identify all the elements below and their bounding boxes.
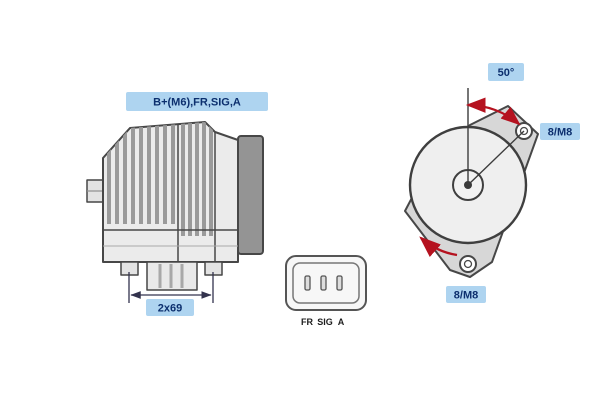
terminals-label-box [126, 92, 268, 111]
dimension-label-box [146, 299, 194, 316]
terminals-label: B+(M6),FR,SIG,A [153, 97, 241, 109]
mount-bottom-label-box [446, 286, 486, 303]
dimension-label: 2x69 [158, 303, 182, 315]
dimension-2x69: 2x69 [128, 272, 214, 316]
alternator-front-view: 50° 8/M8 8/M8 [404, 63, 580, 303]
connector-pin-a [336, 275, 343, 291]
angle-label: 50° [498, 67, 515, 79]
connector-pin-sig [320, 275, 327, 291]
angle-reference-line-to-lug [467, 130, 525, 186]
pin-label-a: A [338, 317, 345, 327]
pin-label-fr: FR [301, 317, 313, 327]
mount-top-label-box [540, 123, 580, 140]
mount-top-label: 8/M8 [548, 127, 572, 139]
connector-inner-shell [292, 262, 360, 304]
connector-pin-fr [304, 275, 311, 291]
angle-arc-arrow [465, 97, 521, 126]
alternator-side-view: 2x69 B+(M6),FR,SIG,A [86, 92, 268, 316]
hub-grooves [158, 264, 184, 288]
mount-bottom-label: 8/M8 [454, 290, 478, 302]
rotation-direction-arrow [419, 236, 458, 258]
angle-label-box [488, 63, 524, 81]
alternator-rear-housing [237, 135, 264, 255]
cooling-fins [107, 122, 213, 236]
mounting-hole-bottom-inner [463, 259, 473, 269]
connector-plug-view: FR SIG A [285, 255, 367, 327]
pin-label-sig: SIG [317, 317, 333, 327]
